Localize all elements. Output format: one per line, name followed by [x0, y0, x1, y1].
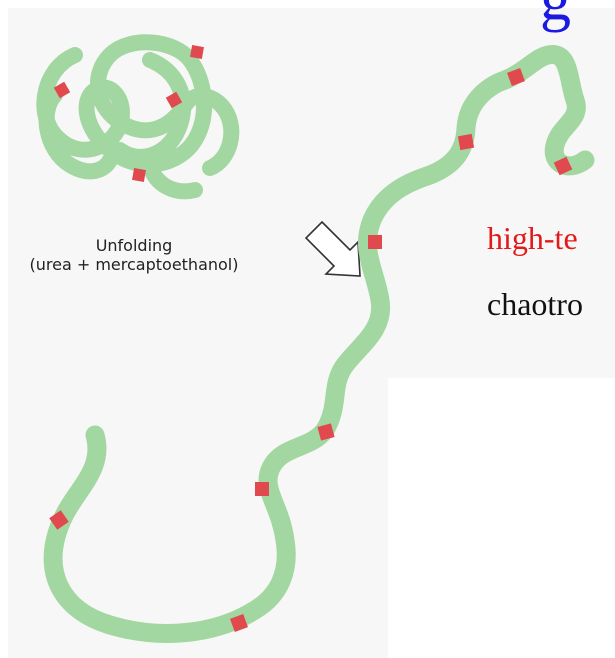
unfolded-protein	[43, 45, 595, 643]
disulfide-marker	[317, 423, 335, 441]
folded-chain-loop	[112, 52, 192, 165]
disulfide-marker	[255, 482, 269, 496]
unfolded-chain	[43, 45, 595, 643]
disulfide-marker	[553, 156, 573, 176]
disulfide-marker	[190, 45, 204, 59]
folded-protein	[36, 34, 240, 200]
folded-chain-tail	[38, 87, 118, 180]
disulfide-marker	[457, 133, 475, 151]
condition-chaotropic: chaotro	[487, 286, 583, 322]
disulfide-marker	[132, 168, 146, 182]
disulfide-marker	[507, 68, 525, 86]
condition-high-temperature: high-te	[487, 220, 578, 256]
hollow-down-right-arrow-icon	[304, 220, 361, 277]
unfolding-label: Unfolding (urea + mercaptoethanol)	[0, 236, 268, 274]
unfolding-label-line1: Unfolding	[95, 236, 173, 255]
slide-title-fragment: g	[540, 0, 571, 35]
folded-chain-bottom	[142, 157, 203, 200]
disulfide-marker	[49, 510, 69, 530]
disulfide-marker	[165, 91, 183, 109]
disulfide-marker	[53, 81, 71, 99]
disulfide-marker	[368, 235, 382, 249]
disulfide-marker	[230, 614, 248, 632]
unfolding-label-line2: (urea + mercaptoethanol)	[29, 255, 239, 274]
